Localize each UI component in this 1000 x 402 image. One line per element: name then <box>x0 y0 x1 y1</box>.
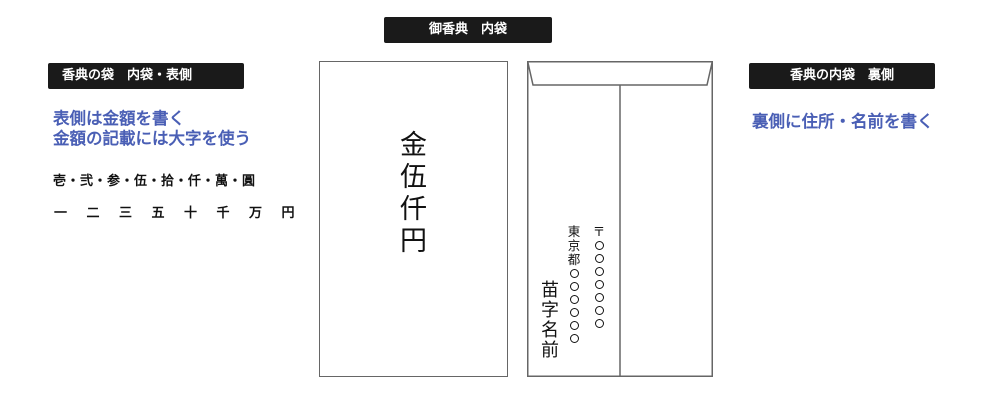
plain-numeral: 万 <box>249 206 263 221</box>
postal-code-vertical: 〒 <box>590 225 608 330</box>
name-char: 字 <box>541 300 559 321</box>
formal-numerals-row: 壱・弐・参・伍・拾・仟・萬・圓 <box>53 174 256 189</box>
amount-vertical-text: 金伍仟円 <box>320 130 507 258</box>
plain-numeral: 円 <box>281 206 295 221</box>
plain-numeral: 二 <box>86 206 100 221</box>
placeholder-circle <box>594 319 604 328</box>
placeholder-circle <box>569 269 579 278</box>
postal-code-placeholders <box>594 239 604 330</box>
front-envelope: 金伍仟円 <box>319 61 508 377</box>
back-envelope: 苗字名前 東京都 〒 <box>527 61 713 377</box>
amount-char: 仟 <box>400 194 427 225</box>
amount-char: 金 <box>400 130 427 161</box>
amount-char: 円 <box>400 226 427 257</box>
address-placeholders <box>569 267 579 345</box>
name-char: 名 <box>541 320 559 341</box>
address-vertical: 東京都 <box>565 225 583 345</box>
envelope-title-label: 御香典 内袋 <box>384 17 552 43</box>
sender-name-vertical: 苗字名前 <box>539 281 561 361</box>
placeholder-circle <box>569 295 579 304</box>
plain-numeral: 十 <box>184 206 198 221</box>
plain-numerals-row: 一二三五十千万円 <box>54 202 314 221</box>
postal-mark: 〒 <box>592 224 606 239</box>
placeholder-circle <box>569 321 579 330</box>
placeholder-circle <box>594 306 604 315</box>
back-side-label: 香典の内袋 裏側 <box>749 63 935 89</box>
placeholder-circle <box>569 282 579 291</box>
city-char: 京 <box>567 238 581 253</box>
placeholder-circle <box>594 254 604 263</box>
front-note-amount: 表側は金額を書く <box>53 109 185 128</box>
city-name: 東京都 <box>568 225 581 267</box>
envelope-flap <box>527 61 713 86</box>
placeholder-circle <box>569 308 579 317</box>
city-char: 東 <box>567 224 581 239</box>
back-note-address: 裏側に住所・名前を書く <box>752 112 934 131</box>
placeholder-circle <box>594 293 604 302</box>
placeholder-circle <box>569 334 579 343</box>
placeholder-circle <box>594 267 604 276</box>
plain-numeral: 千 <box>216 206 230 221</box>
name-char: 前 <box>541 340 559 361</box>
back-envelope-outline <box>527 61 713 377</box>
plain-numeral: 三 <box>119 206 133 221</box>
front-side-label: 香典の袋 内袋・表側 <box>48 63 244 89</box>
plain-numeral: 一 <box>54 206 68 221</box>
placeholder-circle <box>594 241 604 250</box>
placeholder-circle <box>594 280 604 289</box>
city-char: 都 <box>567 252 581 267</box>
amount-char: 伍 <box>400 162 427 193</box>
name-char: 苗 <box>541 280 559 301</box>
front-note-formal-numerals: 金額の記載には大字を使う <box>53 129 251 148</box>
plain-numeral: 五 <box>151 206 165 221</box>
